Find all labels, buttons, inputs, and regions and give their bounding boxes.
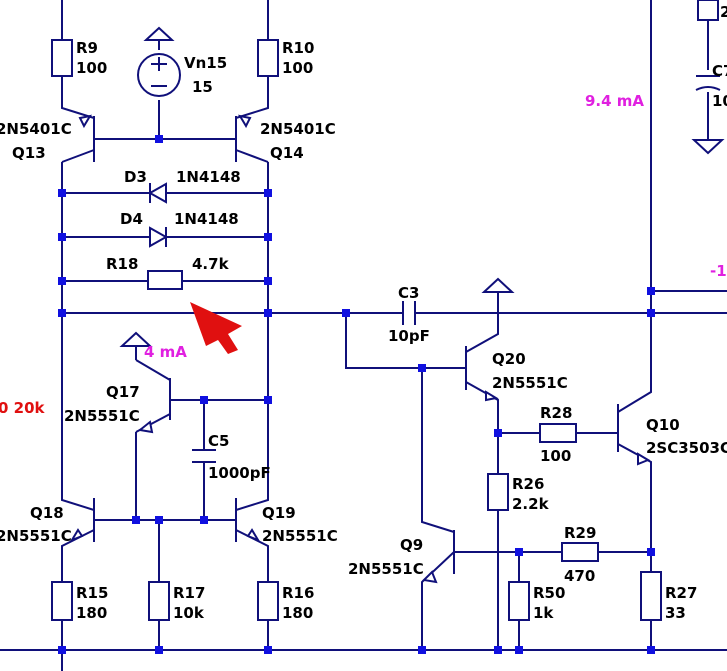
q20-emitter-arrow-icon: [485, 390, 499, 402]
q10-current-label: 9.4 mA: [585, 92, 644, 110]
r15-value: 180: [76, 604, 107, 622]
resistor-r26[interactable]: [487, 473, 509, 511]
q18-ref: Q18: [30, 504, 64, 522]
r29-ref: R29: [564, 524, 596, 542]
r26-value: 2.2k: [512, 495, 550, 513]
q9-ref: Q9: [400, 536, 423, 554]
r28-value: 100: [540, 447, 571, 465]
q14-emitter-arrow-icon: [237, 114, 252, 129]
voltage-source-vn15[interactable]: [137, 26, 181, 97]
q13-ref: Q13: [12, 144, 46, 162]
r9-value: 100: [76, 59, 107, 77]
q10-model: 2SC3503C: [646, 439, 727, 457]
q17-emitter-arrow-icon: [137, 420, 154, 434]
diode-d4[interactable]: [149, 226, 169, 248]
q10-emitter-arrow-icon: [637, 452, 651, 466]
r16-value: 180: [282, 604, 313, 622]
r27-ref: R27: [665, 584, 697, 602]
c5-value: 1000pF: [208, 464, 271, 482]
resistor-r16[interactable]: [257, 581, 279, 621]
r17-ref: R17: [173, 584, 205, 602]
r18-value: 4.7k: [192, 255, 230, 273]
q19-ref: Q19: [262, 504, 296, 522]
q19-emitter-arrow-icon: [246, 528, 261, 543]
capacitor-c5[interactable]: [192, 449, 216, 463]
resistor-r10[interactable]: [257, 39, 279, 77]
q20-model: 2N5551C: [492, 374, 568, 392]
resistor-r9[interactable]: [51, 39, 73, 77]
r9-ref: R9: [76, 39, 98, 57]
r10-ref: R10: [282, 39, 314, 57]
resistors: [51, 0, 719, 621]
d3-ref: D3: [124, 168, 147, 186]
left-annotation: 0 20k: [0, 399, 46, 417]
resistor-r29[interactable]: [561, 542, 599, 562]
resistor-r17[interactable]: [148, 581, 170, 621]
q17-model: 2N5551C: [64, 407, 140, 425]
q20-ref: Q20: [492, 350, 526, 368]
r18-ref: R18: [106, 255, 138, 273]
resistor-r28[interactable]: [539, 423, 577, 443]
supply-arrows: [119, 139, 725, 347]
r17-value: 10k: [173, 604, 205, 622]
c7-value: 10: [712, 92, 727, 110]
labels: R9 100 R10 100 Vn15 15 2N5401C Q13 2N540…: [0, 3, 727, 622]
q10-ref: Q10: [646, 416, 680, 434]
r50-ref: R50: [533, 584, 565, 602]
mouse-cursor-icon: [190, 302, 242, 354]
r28-ref: R28: [540, 404, 572, 422]
d4-model: 1N4148: [174, 210, 239, 228]
junctions: [58, 135, 655, 654]
q13-emitter-arrow-icon: [78, 114, 93, 129]
r50-value: 1k: [533, 604, 554, 622]
q17-ref: Q17: [106, 383, 140, 401]
r15-ref: R15: [76, 584, 108, 602]
q14-ref: Q14: [270, 144, 304, 162]
capacitor-c3[interactable]: [402, 301, 416, 325]
resistor-r18[interactable]: [147, 270, 183, 290]
q20-supply-arrow-icon: [481, 277, 515, 293]
vn15-terminal-arrow-icon: [143, 26, 175, 41]
diodes: [147, 182, 169, 248]
r16-ref: R16: [282, 584, 314, 602]
resistor-r27[interactable]: [640, 571, 662, 621]
q18-emitter-arrow-icon: [69, 528, 84, 543]
c7-ground-arrow-icon: [691, 139, 725, 155]
r26-ref: R26: [512, 475, 544, 493]
resistor-top-right[interactable]: [697, 0, 719, 21]
resistor-r15[interactable]: [51, 581, 73, 621]
q13-model: 2N5401C: [0, 120, 72, 138]
r27-value: 33: [665, 604, 686, 622]
q19-model: 2N5551C: [262, 527, 338, 545]
d3-model: 1N4148: [176, 168, 241, 186]
c7-ref: C7: [712, 62, 727, 80]
vn15-ref: Vn15: [184, 54, 227, 72]
d4-ref: D4: [120, 210, 143, 228]
q9-emitter-arrow-icon: [421, 570, 438, 584]
resistor-r50[interactable]: [508, 581, 530, 621]
c3-value: 10pF: [388, 327, 430, 345]
right-minus-label: -1: [710, 262, 727, 280]
transistors: [61, 114, 651, 584]
capacitor-c7[interactable]: [695, 75, 721, 91]
c5-ref: C5: [208, 432, 229, 450]
capacitors: [192, 75, 721, 463]
q18-model: 2N5551C: [0, 527, 72, 545]
r10-value: 100: [282, 59, 313, 77]
q14-model: 2N5401C: [260, 120, 336, 138]
top-right-value: 2: [720, 3, 727, 21]
diode-d3[interactable]: [147, 182, 167, 204]
q9-model: 2N5551C: [348, 560, 424, 578]
vn15-value: 15: [192, 78, 213, 96]
c3-ref: C3: [398, 284, 419, 302]
q17-current-label: 4 mA: [144, 343, 187, 361]
r29-value: 470: [564, 567, 595, 585]
q17-supply-arrow-icon: [119, 331, 153, 347]
